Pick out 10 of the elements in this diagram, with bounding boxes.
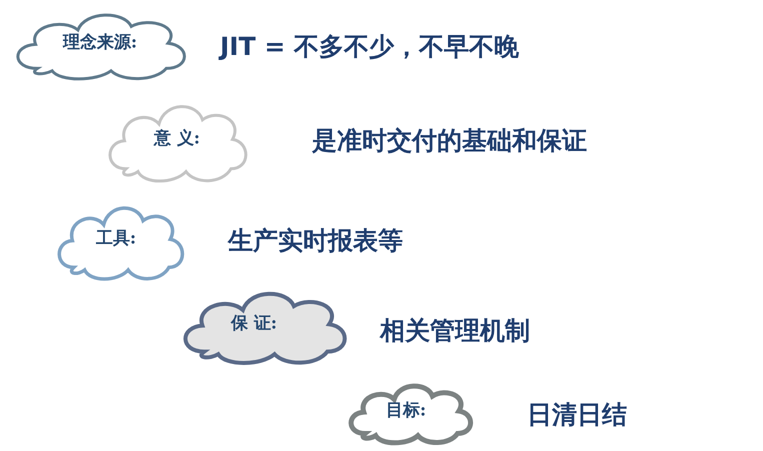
cloud-label: 保 证: (230, 312, 278, 334)
description-text: 是准时交付的基础和保证 (312, 125, 587, 157)
cloud-label: 工具: (96, 228, 136, 250)
description-text: 相关管理机制 (380, 315, 530, 347)
description-text: 生产实时报表等 (228, 225, 403, 257)
description-text: 日清日结 (527, 399, 627, 431)
cloud-label: 理念来源: (62, 32, 138, 54)
cloud-label: 目标: (386, 400, 426, 422)
description-text: JIT = 不多不少，不早不晚 (220, 31, 520, 63)
cloud-label: 意 义: (154, 128, 200, 150)
